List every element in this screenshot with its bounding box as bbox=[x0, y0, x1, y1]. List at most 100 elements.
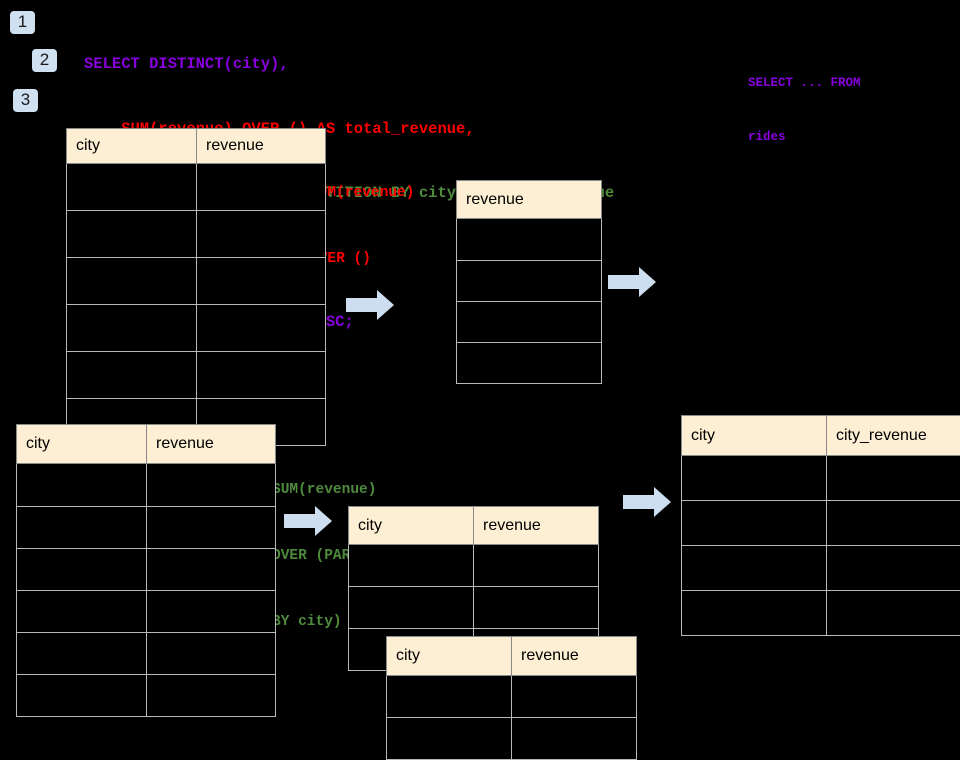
cell-revenue bbox=[512, 718, 637, 760]
table-row bbox=[457, 343, 602, 384]
table-row bbox=[67, 211, 326, 258]
table-row bbox=[17, 507, 276, 549]
table-row bbox=[682, 591, 960, 636]
cell-city bbox=[17, 507, 147, 549]
cell-revenue bbox=[147, 591, 276, 633]
cell-revenue bbox=[474, 545, 599, 587]
table-row bbox=[682, 546, 960, 591]
cell-revenue bbox=[147, 464, 276, 507]
table-row bbox=[17, 549, 276, 591]
table-row-header: city city_revenue bbox=[682, 416, 960, 456]
table-row-header: city revenue bbox=[17, 425, 276, 464]
column-header-city: city bbox=[17, 425, 147, 464]
annotation-city-revenue-line1: SUM(revenue) bbox=[272, 479, 403, 501]
cell-city-revenue bbox=[827, 456, 960, 501]
cell-revenue bbox=[457, 219, 602, 261]
cell-revenue bbox=[457, 302, 602, 343]
table-row bbox=[457, 219, 602, 261]
cell-city bbox=[17, 549, 147, 591]
table-total-revenue: revenue bbox=[456, 180, 602, 384]
arrow-partition-to-result bbox=[623, 487, 671, 517]
cell-revenue bbox=[457, 261, 602, 302]
table-row bbox=[17, 464, 276, 507]
column-header-city-revenue: city_revenue bbox=[827, 416, 960, 456]
table-row bbox=[457, 261, 602, 302]
arrow-right-icon bbox=[346, 290, 394, 320]
arrow-source-to-partition bbox=[284, 506, 332, 536]
column-header-revenue: revenue bbox=[474, 507, 599, 545]
cell-revenue bbox=[197, 352, 326, 399]
cell-revenue bbox=[457, 343, 602, 384]
cell-revenue bbox=[197, 211, 326, 258]
cell-revenue bbox=[512, 676, 637, 718]
table-row bbox=[67, 164, 326, 211]
step-badge-3: 3 bbox=[13, 89, 38, 112]
arrow-right-icon bbox=[284, 506, 332, 536]
cell-revenue bbox=[197, 305, 326, 352]
table-row bbox=[67, 258, 326, 305]
table-row bbox=[17, 633, 276, 675]
arrow-source-to-total bbox=[346, 290, 394, 320]
cell-revenue bbox=[147, 633, 276, 675]
table-row bbox=[457, 302, 602, 343]
cell-city bbox=[682, 546, 827, 591]
table-row bbox=[682, 501, 960, 546]
table-source-bottom: city revenue bbox=[16, 424, 276, 717]
table-source-top: city revenue bbox=[66, 128, 326, 446]
table-row-header: city revenue bbox=[349, 507, 599, 545]
cell-city bbox=[67, 352, 197, 399]
cell-city bbox=[67, 258, 197, 305]
select-from-note-line2: rides bbox=[748, 128, 861, 146]
cell-city bbox=[682, 456, 827, 501]
table-row bbox=[67, 352, 326, 399]
select-from-note: SELECT ... FROM rides bbox=[748, 38, 861, 164]
cell-city bbox=[67, 164, 197, 211]
column-header-revenue: revenue bbox=[457, 181, 602, 219]
cell-city-revenue bbox=[827, 546, 960, 591]
cell-revenue bbox=[147, 675, 276, 717]
table-partition-b: city revenue bbox=[386, 636, 637, 760]
sql-line-select: SELECT DISTINCT(city), bbox=[84, 54, 614, 76]
table-row bbox=[349, 587, 599, 629]
arrow-right-icon bbox=[623, 487, 671, 517]
table-row-header: city revenue bbox=[67, 129, 326, 164]
cell-city bbox=[67, 305, 197, 352]
step-badge-2: 2 bbox=[32, 49, 57, 72]
cell-city-revenue bbox=[827, 501, 960, 546]
cell-city bbox=[682, 591, 827, 636]
cell-revenue bbox=[147, 549, 276, 591]
cell-revenue bbox=[197, 258, 326, 305]
column-header-revenue: revenue bbox=[197, 129, 326, 164]
cell-city bbox=[17, 675, 147, 717]
table-row bbox=[67, 305, 326, 352]
column-header-revenue: revenue bbox=[512, 637, 637, 676]
column-header-city: city bbox=[682, 416, 827, 456]
table-result: city city_revenue bbox=[681, 415, 960, 636]
cell-city bbox=[349, 545, 474, 587]
cell-city bbox=[17, 464, 147, 507]
arrow-total-to-result bbox=[608, 267, 656, 297]
cell-revenue bbox=[197, 164, 326, 211]
cell-revenue bbox=[474, 587, 599, 629]
table-row bbox=[387, 676, 637, 718]
table-row bbox=[349, 545, 599, 587]
cell-revenue bbox=[147, 507, 276, 549]
cell-city bbox=[17, 633, 147, 675]
table-row bbox=[17, 591, 276, 633]
cell-city bbox=[17, 591, 147, 633]
cell-city bbox=[349, 587, 474, 629]
column-header-city: city bbox=[67, 129, 197, 164]
cell-city-revenue bbox=[827, 591, 960, 636]
column-header-city: city bbox=[387, 637, 512, 676]
table-row bbox=[387, 718, 637, 760]
step-badge-1: 1 bbox=[10, 11, 35, 34]
cell-city bbox=[387, 718, 512, 760]
table-row bbox=[17, 675, 276, 717]
table-row-header: city revenue bbox=[387, 637, 637, 676]
table-row-header: revenue bbox=[457, 181, 602, 219]
cell-city bbox=[67, 211, 197, 258]
column-header-city: city bbox=[349, 507, 474, 545]
select-from-note-line1: SELECT ... FROM bbox=[748, 74, 861, 92]
table-row bbox=[682, 456, 960, 501]
cell-city bbox=[387, 676, 512, 718]
